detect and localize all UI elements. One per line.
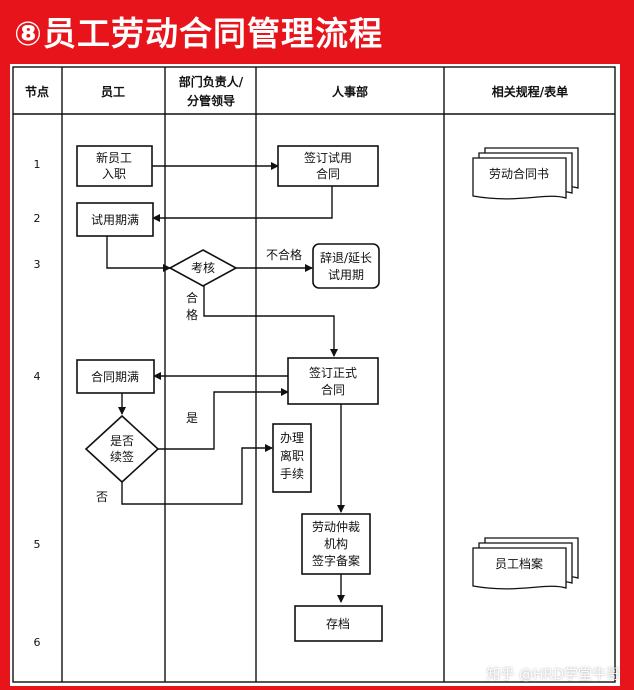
- doc-labor-contract-label: 劳动合同书: [489, 166, 549, 181]
- svg-text:考核: 考核: [191, 261, 215, 275]
- step-sign-trial-contract: 签订试用 合同: [277, 145, 379, 187]
- node-number-3: 3: [34, 258, 41, 271]
- label-pass-1: 合: [186, 290, 198, 305]
- svg-text:存档: 存档: [326, 617, 350, 631]
- step-arbitration: 劳动仲裁 机构 签字备案: [301, 513, 371, 575]
- svg-text:合同: 合同: [316, 166, 340, 181]
- svg-text:入职: 入职: [102, 167, 126, 181]
- svg-text:机构: 机构: [324, 536, 348, 551]
- svg-text:劳动仲裁: 劳动仲裁: [312, 520, 360, 534]
- svg-text:辞退/延长: 辞退/延长: [320, 250, 372, 265]
- svg-text:合同: 合同: [321, 382, 345, 397]
- watermark: 知乎 @HRD学堂牛哥: [486, 667, 621, 683]
- step-contract-expire: 合同期满: [76, 359, 155, 394]
- node-number-4: 4: [34, 370, 41, 383]
- label-pass-2: 格: [186, 307, 198, 322]
- header-employee: 员工: [101, 85, 125, 99]
- step-new-employee: 新员工 入职: [76, 145, 153, 187]
- node-number-2: 2: [34, 212, 41, 225]
- svg-text:是否: 是否: [110, 434, 134, 448]
- step-resignation: 办理 离职 手续: [272, 423, 312, 493]
- node-number-6: 6: [34, 636, 41, 649]
- flowchart: 节点 员工 部门负责人/ 分管领导 人事部 相关规程/表单 1 2 3 4 5 …: [12, 66, 616, 683]
- node-number-1: 1: [34, 158, 41, 171]
- doc-employee-file-label: 员工档案: [495, 556, 543, 571]
- decision-assessment: 考核: [168, 249, 238, 287]
- svg-text:签订正式: 签订正式: [309, 365, 357, 380]
- swimlane-grid: [12, 66, 616, 683]
- svg-text:合同期满: 合同期满: [91, 369, 139, 384]
- doc-employee-file: 员工档案: [472, 537, 579, 590]
- label-yes: 是: [186, 411, 198, 425]
- svg-text:续签: 续签: [110, 449, 134, 464]
- svg-text:办理: 办理: [280, 430, 304, 445]
- svg-text:手续: 手续: [280, 467, 304, 481]
- header-dept-line1: 部门负责人/: [179, 74, 244, 89]
- svg-text:签订试用: 签订试用: [304, 150, 352, 165]
- svg-text:离职: 离职: [280, 448, 304, 463]
- header-node: 节点: [25, 84, 49, 99]
- node-number-5: 5: [34, 538, 41, 551]
- step-sign-formal-contract: 签订正式 合同: [287, 357, 379, 405]
- step-archive: 存档: [294, 605, 383, 642]
- label-no: 否: [96, 490, 108, 504]
- page-title: ⑧员工劳动合同管理流程: [14, 14, 383, 53]
- header-docs: 相关规程/表单: [492, 84, 568, 99]
- svg-text:签字备案: 签字备案: [312, 553, 360, 568]
- header-dept-line2: 分管领导: [187, 93, 235, 108]
- step-dismiss-extend: 辞退/延长 试用期: [312, 243, 380, 289]
- label-fail: 不合格: [266, 247, 302, 262]
- connectors: [106, 162, 345, 603]
- decision-renew: 是否 续签: [84, 414, 160, 484]
- header-hr: 人事部: [332, 84, 368, 99]
- step-trial-end: 试用期满: [76, 202, 154, 237]
- svg-text:试用期满: 试用期满: [91, 212, 139, 227]
- svg-text:试用期: 试用期: [328, 267, 364, 282]
- svg-text:新员工: 新员工: [96, 150, 132, 165]
- doc-labor-contract: 劳动合同书: [472, 147, 579, 200]
- flowchart-panel: 节点 员工 部门负责人/ 分管领导 人事部 相关规程/表单 1 2 3 4 5 …: [10, 64, 620, 686]
